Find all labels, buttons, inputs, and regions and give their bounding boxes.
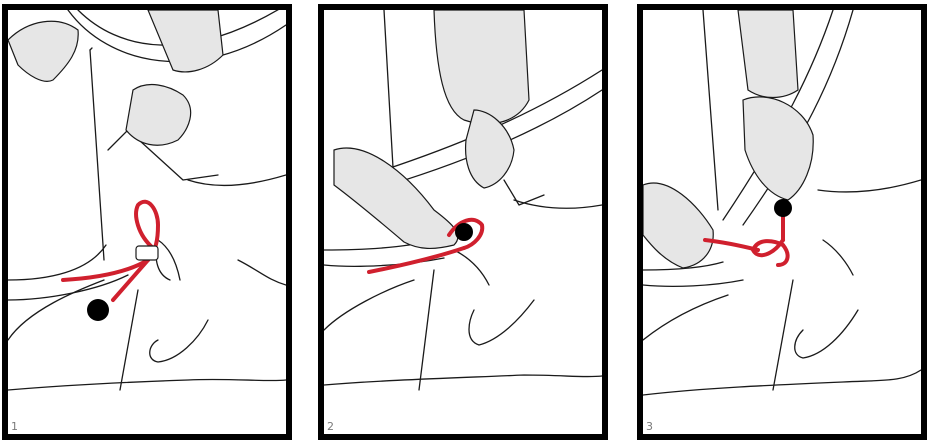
sail-seam	[90, 50, 104, 260]
step-number-2: 2	[327, 421, 334, 432]
step-3-panel: 3	[637, 4, 927, 440]
step-1-illustration	[8, 10, 286, 434]
step-2-illustration	[324, 10, 602, 434]
toggle-ball	[87, 299, 109, 321]
red-cord	[705, 215, 788, 265]
step-1-panel: 1	[2, 4, 292, 440]
step-2-panel: 2	[318, 4, 608, 440]
left-hand	[643, 183, 713, 268]
right-hand	[743, 97, 813, 200]
upper-arm	[434, 10, 529, 124]
right-hand	[126, 85, 191, 146]
step-number-3: 3	[646, 421, 653, 432]
upper-arm	[738, 10, 798, 98]
left-hand	[334, 148, 458, 248]
toggle-ball	[774, 199, 792, 217]
toggle-ball	[455, 223, 473, 241]
step-number-1: 1	[11, 421, 18, 432]
cord-clip	[136, 246, 158, 260]
left-hand	[8, 21, 78, 81]
step-3-illustration	[643, 10, 921, 434]
